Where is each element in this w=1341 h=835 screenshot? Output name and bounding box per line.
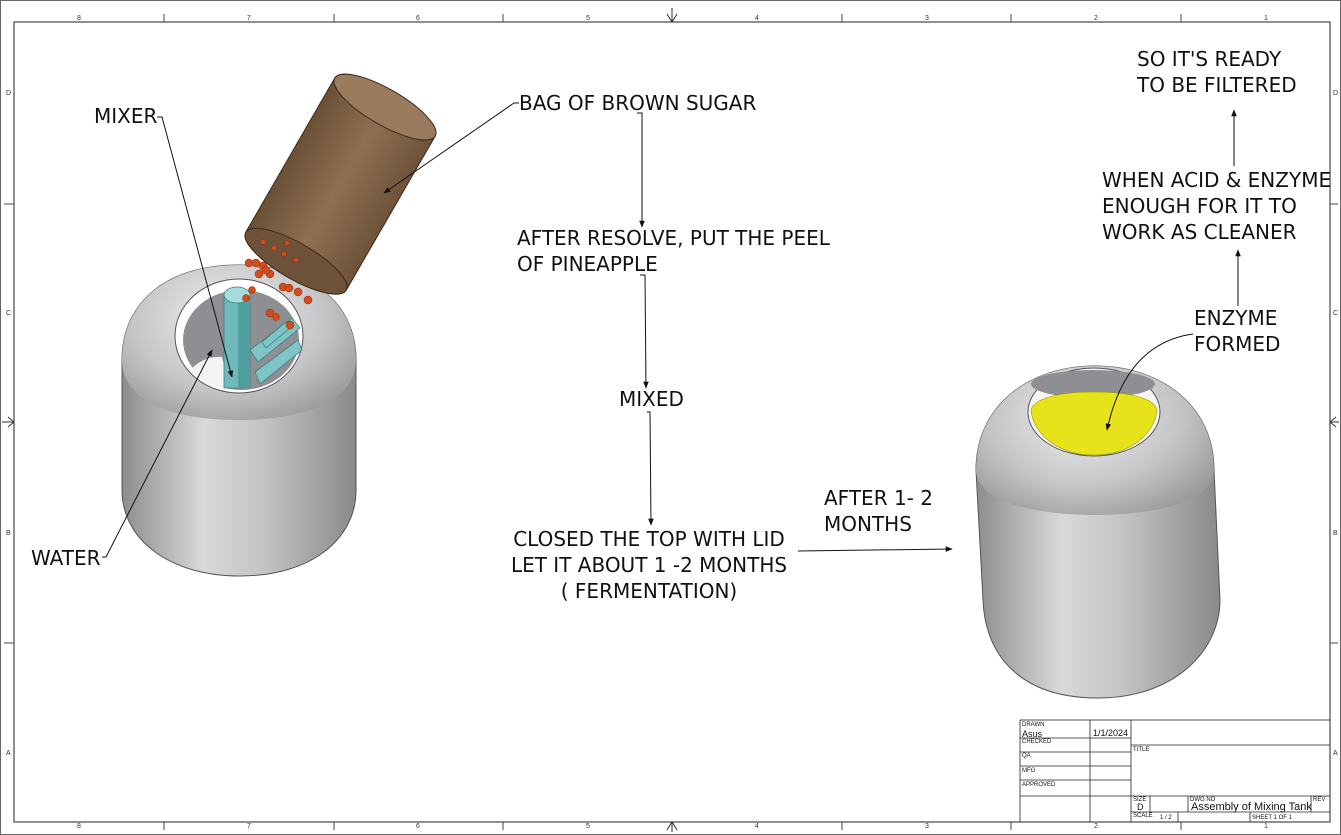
zone-col-6-bottom: 6 bbox=[416, 823, 420, 830]
centering-marks bbox=[2, 8, 1339, 832]
tb-checked-label: CHECKED bbox=[1022, 739, 1052, 745]
tb-size-label: SIZE bbox=[1133, 797, 1147, 803]
zone-row-d-left: D bbox=[6, 90, 12, 97]
tb-drawn-label: DRAWN bbox=[1022, 722, 1045, 728]
label-ready-filtered-line1: SO IT'S READY bbox=[1137, 47, 1282, 71]
tb-approved-label: APPROVED bbox=[1022, 782, 1056, 788]
label-acid-enzyme: WHEN ACID & ENZYME ENOUGH FOR IT TO WORK… bbox=[1102, 167, 1331, 245]
label-acid-enzyme-line2: ENOUGH FOR IT TO bbox=[1102, 194, 1297, 218]
zone-col-2-bottom: 2 bbox=[1094, 823, 1098, 830]
label-bag-of-brown-sugar: BAG OF BROWN SUGAR bbox=[519, 91, 757, 115]
label-mixed: MIXED bbox=[619, 387, 684, 411]
zone-col-3-bottom: 3 bbox=[925, 823, 929, 830]
enzyme-liquid bbox=[1030, 391, 1158, 456]
zone-col-1-top: 1 bbox=[1264, 15, 1268, 22]
tb-rev-label: REV bbox=[1313, 797, 1326, 803]
zone-col-6-top: 6 bbox=[416, 15, 420, 22]
zone-col-2-top: 2 bbox=[1094, 15, 1098, 22]
label-after-months: AFTER 1- 2 MONTHS bbox=[824, 485, 933, 537]
zone-col-3-top: 3 bbox=[925, 15, 929, 22]
label-enzyme-formed-line2: FORMED bbox=[1194, 332, 1281, 356]
mixer-shaft bbox=[223, 286, 251, 389]
label-after-resolve-line1: AFTER RESOLVE, PUT THE PEEL bbox=[517, 226, 830, 250]
label-acid-enzyme-line3: WORK AS CLEANER bbox=[1102, 220, 1297, 244]
sugar-grains bbox=[242, 239, 313, 330]
zone-col-7-top: 7 bbox=[247, 15, 251, 22]
label-after-months-line2: MONTHS bbox=[824, 512, 912, 536]
zone-row-d-right: D bbox=[1333, 90, 1339, 97]
mixer-blades bbox=[249, 317, 303, 385]
zone-col-5-bottom: 5 bbox=[586, 823, 590, 830]
zone-row-a-left: A bbox=[6, 750, 11, 757]
label-after-resolve: AFTER RESOLVE, PUT THE PEEL OF PINEAPPLE bbox=[517, 225, 830, 277]
tb-size-value: D bbox=[1137, 802, 1144, 812]
zone-row-a-right: A bbox=[1333, 750, 1338, 757]
label-closed-top: CLOSED THE TOP WITH LID LET IT ABOUT 1 -… bbox=[508, 526, 790, 604]
zone-col-7-bottom: 7 bbox=[247, 823, 251, 830]
tb-mfg-label: MFG bbox=[1022, 768, 1036, 774]
label-acid-enzyme-line1: WHEN ACID & ENZYME bbox=[1102, 168, 1332, 192]
mixing-tank-left bbox=[121, 264, 357, 577]
label-closed-top-line3: ( FERMENTATION) bbox=[560, 579, 738, 603]
zone-col-1-bottom: 1 bbox=[1264, 823, 1268, 830]
enzyme-tank-right bbox=[975, 365, 1221, 699]
label-ready-filtered-line2: TO BE FILTERED bbox=[1137, 73, 1297, 97]
zone-col-8-top: 8 bbox=[77, 15, 81, 22]
zone-row-c-right: C bbox=[1333, 310, 1339, 317]
flow-arrows bbox=[102, 102, 1241, 558]
label-ready-filtered: SO IT'S READY TO BE FILTERED bbox=[1137, 46, 1297, 98]
zone-col-4-bottom: 4 bbox=[755, 823, 759, 830]
tb-dwg-no-label: DWG NO bbox=[1190, 797, 1216, 803]
tb-drawn-by: Asus bbox=[1022, 729, 1043, 739]
label-enzyme-formed: ENZYME FORMED bbox=[1194, 305, 1280, 357]
label-mixer: MIXER bbox=[94, 104, 158, 128]
zone-row-b-right: B bbox=[1333, 530, 1338, 537]
tb-scale-value: 1 / 2 bbox=[1160, 815, 1172, 821]
label-after-resolve-line2: OF PINEAPPLE bbox=[517, 252, 658, 276]
tb-sheet-value: SHEET 1 OF 1 bbox=[1252, 815, 1292, 821]
tb-qa-label: QA bbox=[1022, 753, 1031, 759]
zone-col-4-top: 4 bbox=[755, 15, 759, 22]
label-closed-top-line2: LET IT ABOUT 1 -2 MONTHS bbox=[510, 553, 788, 577]
tb-scale-label: SCALE bbox=[1133, 813, 1153, 819]
zone-ticks bbox=[4, 14, 1338, 830]
zone-row-c-left: C bbox=[6, 310, 12, 317]
tb-drawn-date: 1/1/2024 bbox=[1093, 728, 1129, 738]
zone-col-5-top: 5 bbox=[586, 15, 590, 22]
title-block-grid bbox=[1019, 719, 1331, 823]
tb-dwg-no-value: Assembly of Mixing Tank bbox=[1191, 801, 1312, 813]
label-closed-top-line1: CLOSED THE TOP WITH LID bbox=[513, 527, 785, 551]
tb-title-label: TITLE bbox=[1133, 747, 1150, 753]
label-after-months-line1: AFTER 1- 2 bbox=[824, 486, 933, 510]
label-enzyme-formed-line1: ENZYME bbox=[1194, 306, 1278, 330]
zone-col-8-bottom: 8 bbox=[77, 823, 81, 830]
zone-row-b-left: B bbox=[6, 530, 11, 537]
label-water: WATER bbox=[31, 546, 101, 570]
